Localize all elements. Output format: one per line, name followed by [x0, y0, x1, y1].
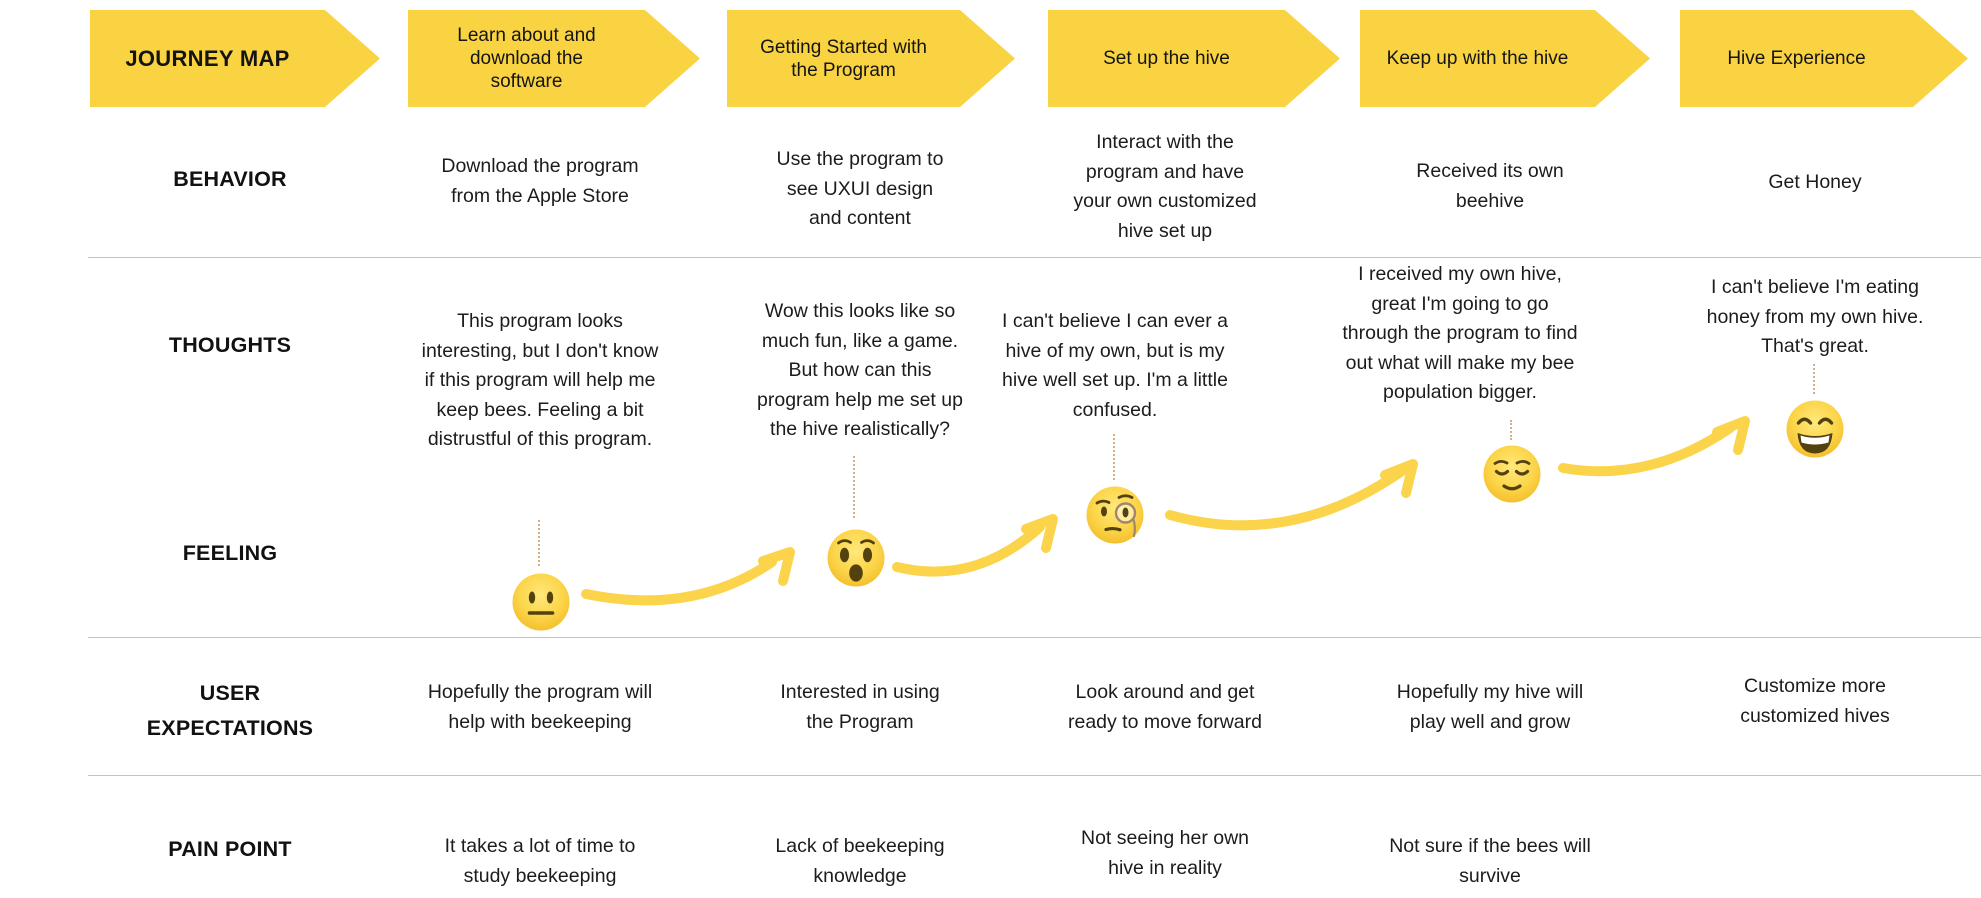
neutral-face-emoji	[510, 571, 572, 633]
pain-cell-keep-up-hive: Not sure if the bees will survive	[1389, 835, 1591, 887]
row-label-user-expectations: USER EXPECTATIONS	[146, 681, 314, 740]
expectation-cell-getting-started: Interested in using the Program	[780, 681, 940, 733]
thought-cell-set-up-hive: I can't believe I can ever a hive of my …	[1002, 310, 1228, 421]
arrowhead	[758, 547, 795, 586]
behavior-cell-hive-experience: Get Honey	[1768, 171, 1862, 193]
expectation-cell-set-up-hive: Look around and get ready to move forwar…	[1067, 681, 1262, 733]
stage-chevron-hive-experience: Hive Experience	[1680, 10, 1968, 107]
divider-expectations-pain	[88, 775, 1981, 776]
thought-connector-line	[1113, 434, 1115, 480]
thought-cell-getting-started: Wow this looks like so much fun, like a …	[757, 300, 963, 440]
thought-connector-line	[538, 520, 540, 566]
thought-cell-learn-download: This program looks interesting, but I do…	[421, 310, 659, 450]
row-label-behavior: BEHAVIOR	[173, 167, 287, 191]
divider-feeling-expectations	[88, 637, 1981, 638]
stage-chevron-getting-started: Getting Started with the Program	[727, 10, 1015, 107]
thought-cell-hive-experience: I can't believe I'm eating honey from my…	[1706, 276, 1924, 357]
thought-cell-keep-up-hive: I received my own hive, great I'm going …	[1342, 263, 1578, 403]
journey-arrow	[581, 557, 777, 606]
arrowhead	[1380, 459, 1418, 498]
journey-arrow	[1558, 423, 1735, 477]
expectation-cell-hive-experience: Customize more customized hives	[1740, 675, 1890, 727]
stage-chevron-set-up-hive: Set up the hive	[1048, 10, 1340, 107]
expectation-cell-keep-up-hive: Hopefully my hive will play well and gro…	[1396, 681, 1584, 733]
pain-cell-learn-download: It takes a lot of time to study beekeepi…	[444, 835, 636, 887]
row-label-pain-point: PAIN POINT	[168, 837, 292, 861]
thought-connector-line	[1510, 420, 1512, 440]
row-label-feeling: FEELING	[182, 541, 278, 565]
thought-connector-line	[853, 456, 855, 518]
divider-behavior-thoughts	[88, 257, 1981, 258]
behavior-cell-getting-started: Use the program to see UXUI design and c…	[776, 148, 944, 229]
stage-chevron-learn-download: Learn about and download the software	[408, 10, 700, 107]
pain-cell-set-up-hive: Not seeing her own hive in reality	[1080, 827, 1250, 879]
journey-arrow	[1165, 466, 1407, 531]
journey-arrow	[892, 522, 1045, 577]
face-with-monocle-emoji	[1084, 484, 1146, 546]
behavior-cell-learn-download: Download the program from the Apple Stor…	[441, 155, 639, 207]
relieved-face-emoji	[1481, 443, 1543, 505]
thought-connector-line	[1813, 364, 1815, 394]
journey-map-title-chevron: JOURNEY MAP	[90, 10, 380, 107]
behavior-cell-set-up-hive: Interact with the program and have your …	[1073, 131, 1257, 242]
behavior-cell-keep-up-hive: Received its own beehive	[1416, 160, 1564, 212]
expectation-cell-learn-download: Hopefully the program will help with bee…	[427, 681, 653, 733]
row-label-thoughts: THOUGHTS	[168, 333, 292, 357]
stage-chevron-keep-up-hive: Keep up with the hive	[1360, 10, 1650, 107]
arrowhead	[1712, 416, 1750, 455]
pain-cell-getting-started: Lack of beekeeping knowledge	[775, 835, 945, 887]
arrowhead	[1021, 514, 1058, 553]
astonished-face-emoji	[825, 527, 887, 589]
beaming-face-emoji	[1784, 398, 1846, 460]
